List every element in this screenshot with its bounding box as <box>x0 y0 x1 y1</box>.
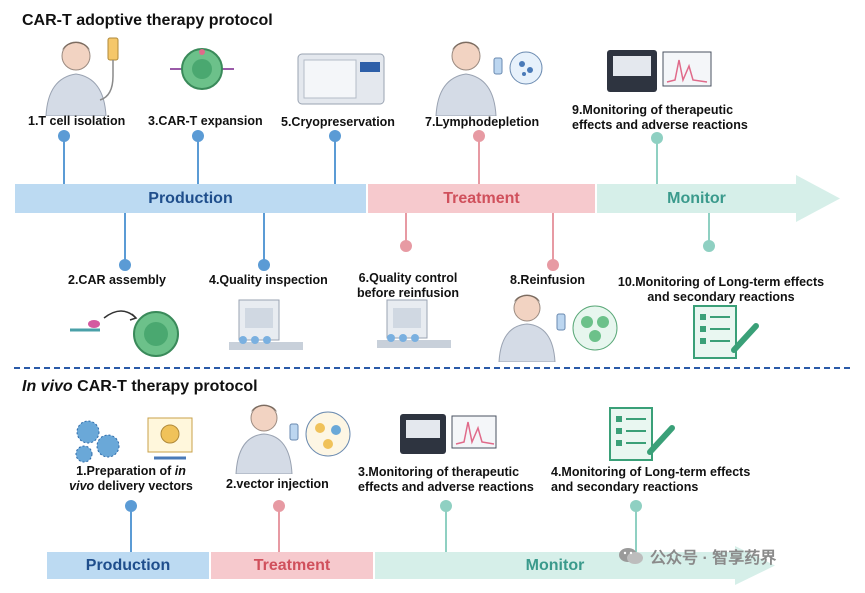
step-5-label: 5.Cryopreservation <box>281 115 395 129</box>
invivo-step-2-dot <box>273 500 285 512</box>
checklist-icon <box>690 304 762 360</box>
phase-treatment-bar: Treatment <box>368 184 595 213</box>
invivo-step-1-text-a: 1.Preparation of <box>76 464 175 478</box>
section2-title: In vivo CAR-T therapy protocol <box>22 378 258 396</box>
invivo-step-3-label: 3.Monitoring of therapeutic effects and … <box>358 465 534 494</box>
step-4-connector <box>263 213 265 261</box>
timeline-arrow-head <box>796 175 840 222</box>
step-6-label: 6.Quality control before reinfusion <box>356 271 460 300</box>
invivo-phase-treatment-bar: Treatment <box>211 552 373 579</box>
patient-vector-injection-icon <box>232 400 362 474</box>
step-8-dot <box>547 259 559 271</box>
step-8-label: 8.Reinfusion <box>510 273 586 287</box>
section2-title-rest: CAR-T therapy protocol <box>72 378 258 395</box>
section2-title-italic: In vivo <box>22 378 73 395</box>
step-9-dot <box>651 132 663 144</box>
invivo-phase-production-bar: Production <box>47 552 209 579</box>
invivo-timeline-arrow-head <box>735 546 775 585</box>
step-7-connector <box>478 140 480 184</box>
step-3-dot <box>192 130 204 142</box>
invivo-step-3-dot <box>440 500 452 512</box>
step-5-connector <box>334 140 336 184</box>
invivo-step-2-label: 2.vector injection <box>226 477 329 491</box>
invivo-step-1-connector <box>130 510 132 552</box>
invivo-step-1-text-b: delivery vectors <box>94 479 193 493</box>
quality-control-machine-icon <box>373 298 453 356</box>
invivo-step-3-connector <box>445 510 447 552</box>
phase-production-bar: Production <box>15 184 366 213</box>
step-2-label: 2.CAR assembly <box>68 273 166 287</box>
invivo-step-2-connector <box>278 510 280 552</box>
invivo-step-1-italic-vivo: vivo <box>69 479 95 493</box>
step-6-dot <box>400 240 412 252</box>
invivo-step-1-italic-in: in <box>174 464 186 478</box>
section-divider <box>14 367 850 369</box>
step-8-connector <box>552 213 554 261</box>
step-3-label: 3.CAR-T expansion <box>148 114 263 128</box>
patient-lymphodepletion-icon <box>426 36 546 116</box>
step-1-connector <box>63 140 65 184</box>
patient-reinfusion-icon <box>495 290 625 362</box>
step-4-dot <box>258 259 270 271</box>
phase-monitor-bar: Monitor <box>597 184 796 213</box>
watermark-text: 公众号 · 智享药界 <box>650 550 777 567</box>
step-10-connector <box>708 213 710 241</box>
monitoring-device-icon <box>605 46 715 96</box>
step-2-dot <box>119 259 131 271</box>
section1-title: CAR-T adoptive therapy protocol <box>22 12 273 29</box>
car-t-expansion-icon <box>168 44 236 94</box>
car-assembly-icon <box>66 300 186 360</box>
patient-blood-draw-icon <box>36 36 126 116</box>
step-2-connector <box>124 213 126 261</box>
step-6-connector <box>405 213 407 241</box>
step-1-dot <box>58 130 70 142</box>
quality-inspection-machine-icon <box>225 296 305 358</box>
invivo-step-4-connector <box>635 510 637 552</box>
step-7-label: 7.Lymphodepletion <box>425 115 540 129</box>
delivery-vectors-icon <box>70 414 200 464</box>
step-9-label: 9.Monitoring of therapeutic effects and … <box>572 103 748 132</box>
step-10-label: 10.Monitoring of Long-term effects and s… <box>617 275 825 304</box>
invivo-step-1-dot <box>125 500 137 512</box>
invivo-step-1-label: 1.Preparation of in vivo delivery vectors <box>60 464 202 494</box>
step-1-label: 1.T cell isolation <box>28 114 126 128</box>
step-10-dot <box>703 240 715 252</box>
invivo-phase-monitor-bar: Monitor <box>375 552 735 579</box>
step-5-dot <box>329 130 341 142</box>
step-3-connector <box>197 140 199 184</box>
cryo-freezer-icon <box>296 50 386 106</box>
invivo-step-4-label: 4.Monitoring of Long-term effects and se… <box>551 465 751 494</box>
step-9-connector <box>656 142 658 184</box>
checklist-icon-2 <box>606 406 678 462</box>
wechat-icon <box>618 546 644 566</box>
watermark: 公众号 · 智享药界 <box>618 544 776 568</box>
monitoring-device-icon-2 <box>398 410 498 458</box>
step-4-label: 4.Quality inspection <box>209 273 328 287</box>
invivo-step-4-dot <box>630 500 642 512</box>
step-7-dot <box>473 130 485 142</box>
